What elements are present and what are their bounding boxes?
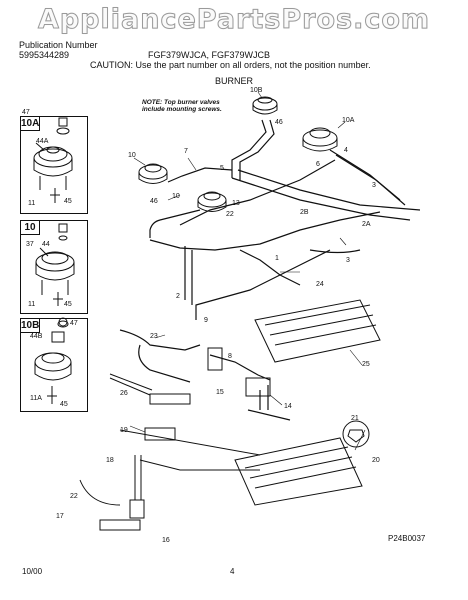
inset-10b-burner [34, 320, 72, 404]
top-burners [138, 96, 338, 212]
callout: 24 [316, 281, 324, 288]
section-title: BURNER [214, 76, 253, 86]
note-line-1: NOTE: Top burner valves [142, 99, 220, 106]
callout: 2B [300, 209, 309, 216]
callout: 37 [26, 241, 34, 248]
callout: 22 [226, 211, 234, 218]
manifold-tubing [119, 119, 421, 421]
callout: 21 [351, 415, 359, 422]
callout: 46 [150, 198, 158, 205]
callout: 3 [346, 257, 350, 264]
callout: 44 [42, 241, 50, 248]
publication-number: 5995344289 [19, 50, 70, 60]
callout: 44B [30, 333, 43, 340]
callout: 14 [284, 403, 292, 410]
callout: 5 [220, 165, 224, 172]
flame-spreaders [234, 299, 381, 506]
inset-10a: 10A [20, 116, 88, 214]
callout: 11A [30, 395, 42, 402]
inset-10: 10 [20, 220, 88, 314]
callout: 10A [342, 117, 355, 124]
callout: 9 [204, 317, 208, 324]
callout: 45 [60, 401, 68, 408]
model-numbers: FGF379WJCA, FGF379WJCB [148, 50, 271, 60]
nut-icon [347, 429, 365, 443]
callout: 11 [28, 200, 35, 207]
callout: 47 [22, 109, 30, 116]
part-21-callout [342, 420, 370, 448]
diagram-code: P24B0037 [388, 534, 426, 543]
callout: 45 [64, 198, 72, 205]
callout: 47 [70, 320, 78, 327]
callout: 10B [250, 87, 263, 94]
inset-label: 10B [21, 319, 40, 333]
callout: 45 [64, 301, 72, 308]
callout: 2 [176, 293, 180, 300]
callout: 13 [232, 200, 240, 207]
inset-10a-burner [33, 117, 73, 203]
callout: 15 [216, 389, 224, 396]
footer-date: 10/00 [22, 567, 43, 576]
callout: 20 [372, 457, 380, 464]
callout: 19 [120, 427, 128, 434]
callout: 10 [172, 193, 180, 200]
callout: 22 [70, 493, 78, 500]
footer-page-number: 4 [230, 567, 235, 576]
callout: 6 [316, 161, 320, 168]
callout: 10 [128, 152, 136, 159]
part-47-circle [58, 317, 68, 327]
callout: 18 [106, 457, 114, 464]
callout: 3 [372, 182, 376, 189]
note-text: NOTE: Top burner valves include mounting… [142, 99, 222, 113]
callout: 1 [275, 255, 279, 262]
callout: 17 [56, 513, 64, 520]
callout: 25 [362, 361, 370, 368]
note-line-2: include mounting screws. [142, 106, 222, 113]
inset-10-burner [35, 223, 75, 306]
caution-text: CAUTION: Use the part number on all orde… [90, 60, 371, 70]
callout: 4 [344, 147, 348, 154]
callout: 8 [228, 353, 232, 360]
inset-label: 10A [21, 117, 40, 131]
callout: 23 [150, 333, 158, 340]
callout: 26 [120, 390, 128, 397]
callout: 7 [184, 148, 188, 155]
callout: 44A [36, 138, 49, 145]
publication-label: Publication Number [19, 40, 98, 50]
igniter-assembly [79, 347, 271, 531]
callout: 11 [28, 301, 35, 308]
inset-10b: 10B [20, 318, 88, 412]
callout: 46 [275, 119, 283, 126]
callout: 2A [362, 221, 371, 228]
inset-label: 10 [21, 221, 40, 235]
callout: 16 [162, 537, 170, 544]
